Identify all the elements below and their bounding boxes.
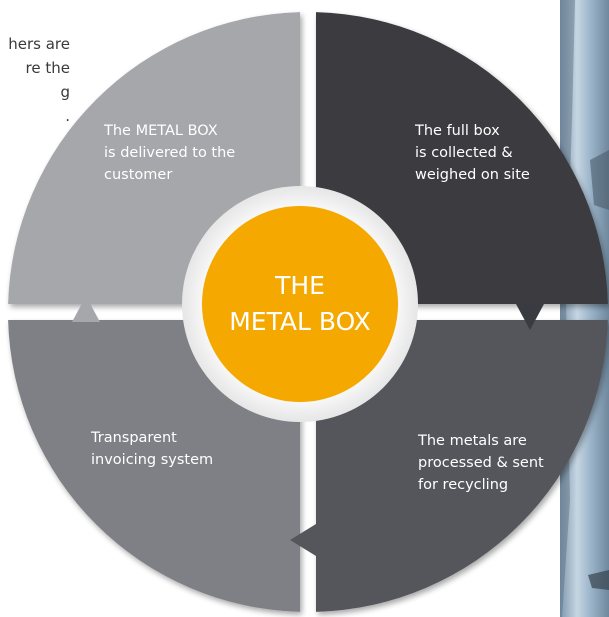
arrow-down-right [516,304,544,330]
segment-processed [316,320,608,612]
center-title-line2: METAL BOX [229,307,371,336]
step-label-invoicing: Transparent invoicing system [91,430,214,468]
background-paragraph-line: . [65,107,70,125]
center-title: THE METAL BOX [205,226,395,382]
step-label-collected: The full box is collected & weighed on s… [415,123,530,183]
background-paragraph: hers are re the g . [0,32,70,128]
step-label-processed: The metals are processed & sent for recy… [418,433,544,493]
arrow-up-left [72,296,100,322]
step-label-delivered: The METAL BOX is delivered to the custom… [104,123,236,183]
background-paragraph-line: re the [25,59,70,77]
background-paragraph-line: g [60,83,70,101]
photo-strip [560,0,609,617]
background-paragraph-line: hers are [8,35,70,53]
center-title-line1: THE [275,271,325,300]
arrow-left-bottom [290,524,316,556]
center-disc [202,206,398,402]
